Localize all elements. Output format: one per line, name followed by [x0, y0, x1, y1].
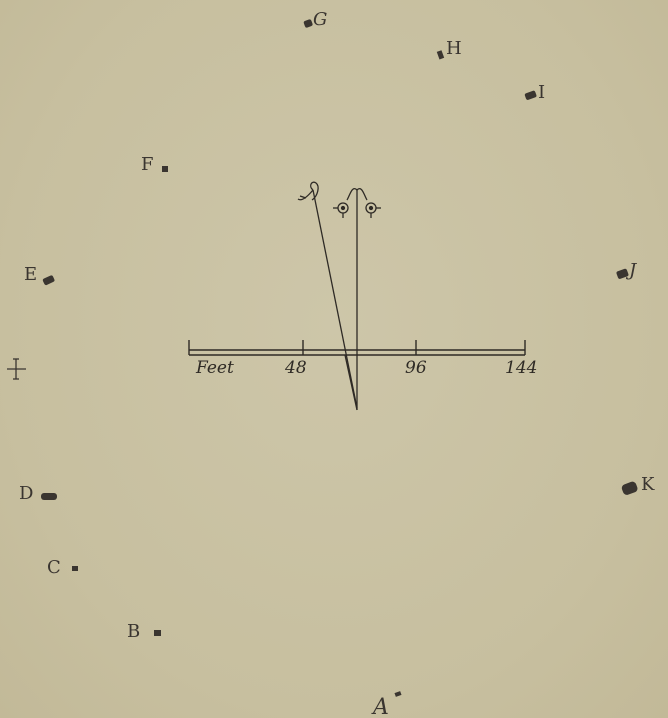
scale-tick-label: 48: [284, 358, 307, 378]
stone-C-label: C: [47, 557, 61, 578]
stone-J-marker: [616, 268, 629, 279]
stone-G-marker: [303, 19, 313, 28]
stone-I: I: [524, 82, 545, 103]
scale-tick-label: 144: [505, 358, 537, 378]
scale-unit-label: Feet: [195, 358, 234, 378]
stone-I-marker: [524, 90, 537, 100]
stone-D-marker: [41, 493, 57, 500]
stone-B: B: [127, 621, 161, 642]
stone-A: A: [371, 691, 402, 718]
stone-F-marker: [162, 166, 168, 172]
stone-A-label: A: [371, 695, 389, 718]
cross-icon: [7, 358, 26, 380]
stone-H: H: [436, 38, 462, 60]
stone-G-label: G: [313, 9, 327, 30]
stone-J: J: [616, 260, 638, 281]
stone-K-label: K: [641, 474, 655, 495]
stone-F-label: F: [141, 154, 154, 175]
stone-E-label: E: [24, 264, 37, 285]
stone-C-marker: [72, 566, 78, 571]
fleur-arrow: [297, 181, 358, 409]
scale-tick-label: 96: [405, 358, 427, 378]
stone-E: E: [24, 264, 55, 286]
stone-D-label: D: [19, 483, 33, 504]
stone-D: D: [19, 483, 57, 504]
stone-H-label: H: [446, 38, 462, 59]
compass-arrow: [333, 188, 381, 410]
arrow-tail: [344, 354, 358, 411]
stone-A-marker: [394, 691, 402, 697]
stone-F: F: [141, 154, 168, 175]
stone-B-label: B: [127, 621, 140, 642]
stone-B-marker: [154, 630, 161, 636]
stone-I-label: I: [538, 82, 545, 103]
stone-K: K: [621, 474, 655, 495]
stone-C: C: [47, 557, 78, 578]
stone-H-marker: [436, 50, 445, 60]
stone-G: G: [303, 9, 327, 30]
stone-E-marker: [42, 275, 55, 286]
stone-K-marker: [621, 481, 638, 495]
stone-J-label: J: [625, 260, 638, 281]
